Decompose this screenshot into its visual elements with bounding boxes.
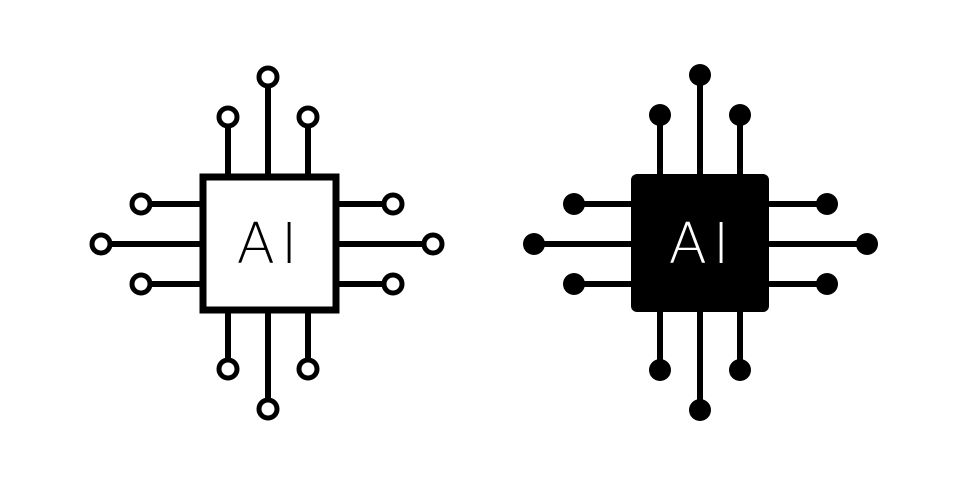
ai-chip-outline-graphic	[89, 65, 445, 421]
chip-label-filled: AI	[668, 212, 736, 277]
ai-chip-filled-icon: AI	[480, 0, 960, 480]
ai-chip-filled-graphic	[523, 64, 878, 421]
ai-chip-outline-icon: AI	[89, 65, 445, 421]
chip-label-outline: AI	[236, 212, 304, 277]
